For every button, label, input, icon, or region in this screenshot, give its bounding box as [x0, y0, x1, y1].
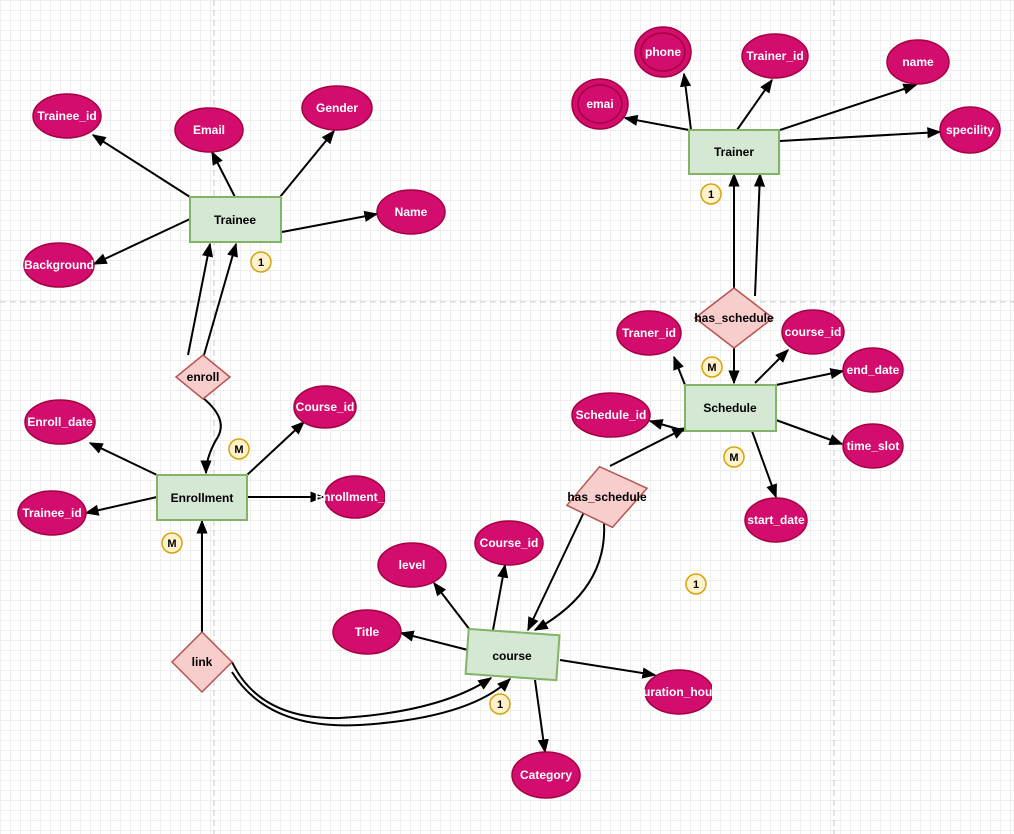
svg-text:M: M	[707, 362, 716, 374]
svg-text:M: M	[234, 444, 243, 456]
attribute-trainer-name: name	[886, 39, 950, 85]
attribute-trainer-phone: phone	[634, 26, 692, 78]
attribute-label: Enrollment_id	[315, 490, 395, 504]
attribute-label: emai	[586, 97, 613, 111]
attribute-enroll-enrollment-id: Enrollment_id	[315, 475, 395, 519]
attribute-course-category: Category	[511, 751, 581, 799]
entity-course: course	[464, 627, 561, 682]
svg-text:1: 1	[258, 257, 264, 269]
attribute-schedule-id: Schedule_id	[571, 392, 651, 438]
relationship-course-has-schedule: has_schedule	[565, 465, 649, 529]
attribute-label: time_slot	[847, 439, 900, 453]
connectors	[84, 72, 942, 754]
entity-label: Schedule	[703, 401, 757, 415]
cardinality-schedule-m-course: M	[723, 446, 745, 468]
attribute-schedule-trainer-id: Traner_id	[616, 310, 682, 356]
relationship-label: has_schedule	[694, 311, 774, 325]
attribute-trainer-specility: specility	[939, 106, 1001, 154]
attribute-label: Traner_id	[622, 326, 676, 340]
entity-enrollment: Enrollment	[156, 474, 248, 521]
relationship-label: link	[192, 655, 213, 669]
attribute-course-title: Title	[332, 609, 402, 655]
attribute-label: end_date	[847, 363, 900, 377]
cardinality-course-1-link: 1	[489, 693, 511, 715]
svg-text:1: 1	[708, 189, 714, 201]
attribute-label: Title	[355, 625, 380, 639]
attribute-course-level: level	[377, 542, 447, 588]
attribute-label: Trainee_id	[37, 109, 96, 123]
attribute-label: Course_id	[296, 400, 355, 414]
attribute-label: Category	[520, 768, 572, 782]
attribute-course-duration: Duration_hours	[634, 669, 724, 715]
attribute-label: course_id	[785, 325, 842, 339]
relationship-label: has_schedule	[567, 490, 647, 504]
attribute-label: Name	[395, 205, 428, 219]
attribute-label: Gender	[316, 101, 358, 115]
attribute-label: Trainee_id	[22, 506, 81, 520]
attribute-trainer-email: emai	[571, 78, 629, 130]
attribute-label: start_date	[747, 513, 805, 527]
attribute-schedule-start-date: start_date	[744, 497, 808, 543]
cardinality-course-1-schedule: 1	[685, 573, 707, 595]
entity-label: Trainer	[714, 145, 754, 159]
svg-text:1: 1	[497, 699, 503, 711]
attribute-trainee-gender: Gender	[301, 85, 373, 131]
attribute-label: Background	[24, 258, 94, 272]
attribute-schedule-end-date: end_date	[842, 347, 904, 393]
attribute-schedule-course-id: course_id	[781, 309, 845, 355]
entity-label: Enrollment	[171, 491, 234, 505]
attribute-label: phone	[645, 45, 681, 59]
attribute-trainee-name: Name	[376, 189, 446, 235]
relationship-link: link	[170, 630, 234, 694]
attribute-enroll-trainee-id: Trainee_id	[17, 490, 87, 536]
relationship-label: enroll	[187, 370, 220, 384]
relationship-enroll: enroll	[174, 354, 232, 400]
entity-schedule: Schedule	[684, 384, 777, 432]
attribute-label: specility	[946, 123, 994, 137]
entity-trainer: Trainer	[688, 129, 780, 175]
svg-text:M: M	[167, 538, 176, 550]
cardinality-trainee-1: 1	[250, 251, 272, 273]
attribute-enroll-date: Enroll_date	[24, 399, 96, 445]
cardinality-trainer-1: 1	[700, 183, 722, 205]
cardinality-schedule-m-trainer: M	[701, 356, 723, 378]
attribute-label: Schedule_id	[576, 408, 647, 422]
attribute-label: Course_id	[480, 536, 539, 550]
attribute-label: Duration_hours	[634, 685, 724, 699]
svg-text:M: M	[729, 452, 738, 464]
relationship-trainer-has-schedule: has_schedule	[693, 287, 775, 349]
attribute-enroll-course-id: Course_id	[293, 385, 357, 429]
attribute-label: Email	[193, 123, 225, 137]
attribute-label: Enroll_date	[27, 415, 93, 429]
attribute-trainer-id: Trainer_id	[741, 33, 809, 79]
entity-label: Trainee	[214, 213, 256, 227]
entity-label: course	[492, 649, 532, 663]
svg-text:1: 1	[693, 579, 699, 591]
cardinality-enrollment-m-course: M	[161, 532, 183, 554]
attribute-label: Trainer_id	[746, 49, 803, 63]
entity-trainee: Trainee	[189, 196, 282, 243]
attribute-label: name	[902, 55, 934, 69]
cardinality-enrollment-m-trainee: M	[228, 438, 250, 460]
attribute-label: level	[399, 558, 426, 572]
attribute-schedule-time-slot: time_slot	[842, 423, 904, 469]
attribute-course-id: Course_id	[474, 520, 544, 566]
attribute-trainee-email: Email	[174, 107, 244, 153]
attribute-trainee-id: Trainee_id	[32, 93, 102, 139]
attribute-trainee-background: Background	[23, 242, 95, 288]
